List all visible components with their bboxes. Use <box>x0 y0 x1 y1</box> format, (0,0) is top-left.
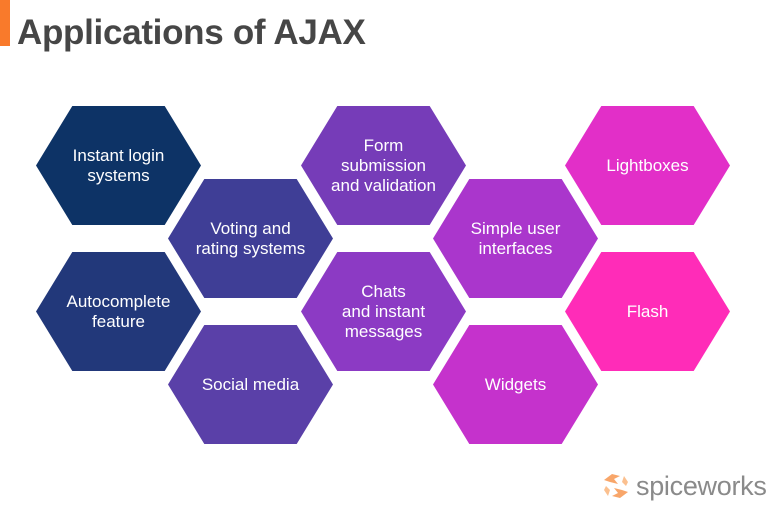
hexagon-voting-rating: Voting and rating systems <box>168 179 333 298</box>
title-accent-bar <box>0 0 10 46</box>
hexagon-form-submission: Form submission and validation <box>301 106 466 225</box>
hexagon-label: Widgets <box>484 374 547 394</box>
hexagon-label: Form submission and validation <box>331 135 436 195</box>
hexagon-label: Instant login systems <box>72 145 165 185</box>
spiceworks-logo: spiceworks <box>600 470 767 502</box>
hexagon-label: Simple user interfaces <box>470 218 561 258</box>
hexagon-widgets: Widgets <box>433 325 598 444</box>
hexagon-label: Social media <box>201 374 300 394</box>
hexagon-label: Flash <box>626 301 669 321</box>
hexagon-simple-ui: Simple user interfaces <box>433 179 598 298</box>
hexagon-social-media: Social media <box>168 325 333 444</box>
hexagon-label: Voting and rating systems <box>195 218 306 258</box>
hexagon-label: Lightboxes <box>606 155 689 175</box>
hexagon-autocomplete: Autocomplete feature <box>36 252 201 371</box>
page-title: Applications of AJAX <box>17 13 366 52</box>
hexagon-label: Chats and instant messages <box>341 281 426 341</box>
hexagon-instant-login: Instant login systems <box>36 106 201 225</box>
hexagon-flash: Flash <box>565 252 730 371</box>
hexagon-lightboxes: Lightboxes <box>565 106 730 225</box>
hexagon-label: Autocomplete feature <box>66 291 171 331</box>
hexagon-chats: Chats and instant messages <box>301 252 466 371</box>
spiceworks-swirl-icon <box>604 474 628 498</box>
logo-text: spiceworks <box>636 470 767 501</box>
